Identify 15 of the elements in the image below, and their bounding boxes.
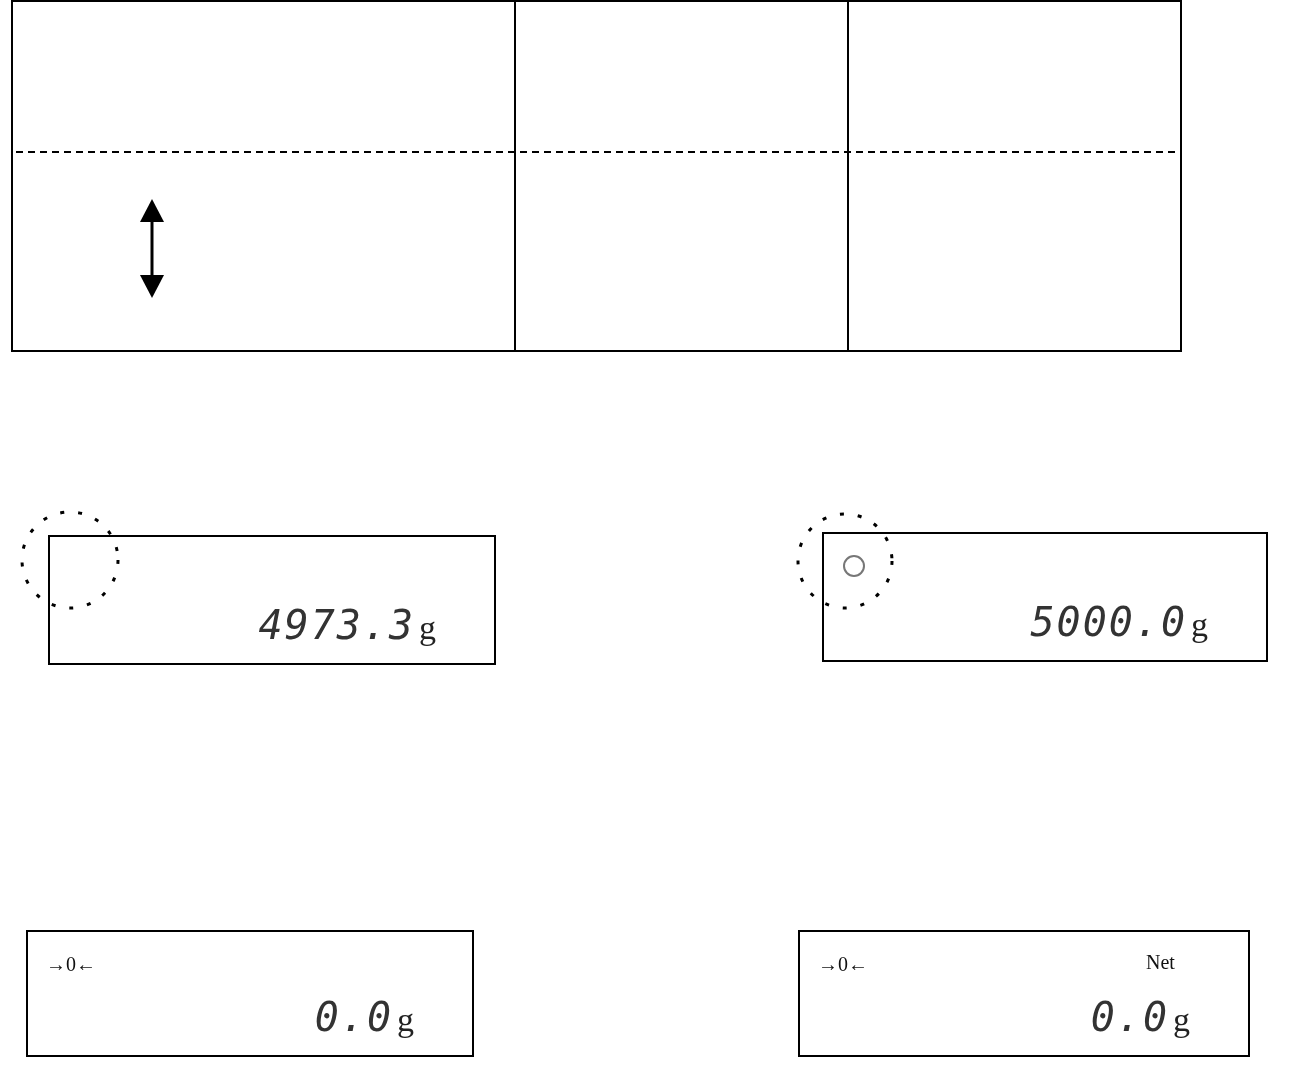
- lcd-display: [798, 930, 1250, 1057]
- lcd-display: [48, 535, 496, 665]
- indicator-label: Net: [1146, 952, 1175, 972]
- display-reading: 4973.3: [258, 605, 415, 645]
- display-reading: 0.0: [1090, 997, 1169, 1037]
- unit-label: g: [397, 1003, 414, 1037]
- unit-label: g: [1173, 1003, 1190, 1037]
- unit-label: g: [419, 611, 436, 645]
- lcd-display: [822, 532, 1268, 662]
- lcd-display: [26, 930, 474, 1057]
- display-reading: 5000.0: [1030, 602, 1187, 642]
- indicator-label: →0←: [46, 954, 96, 974]
- indicator-label: →0←: [818, 954, 868, 974]
- unit-label: g: [1191, 608, 1208, 642]
- display-reading: 0.0: [314, 997, 393, 1037]
